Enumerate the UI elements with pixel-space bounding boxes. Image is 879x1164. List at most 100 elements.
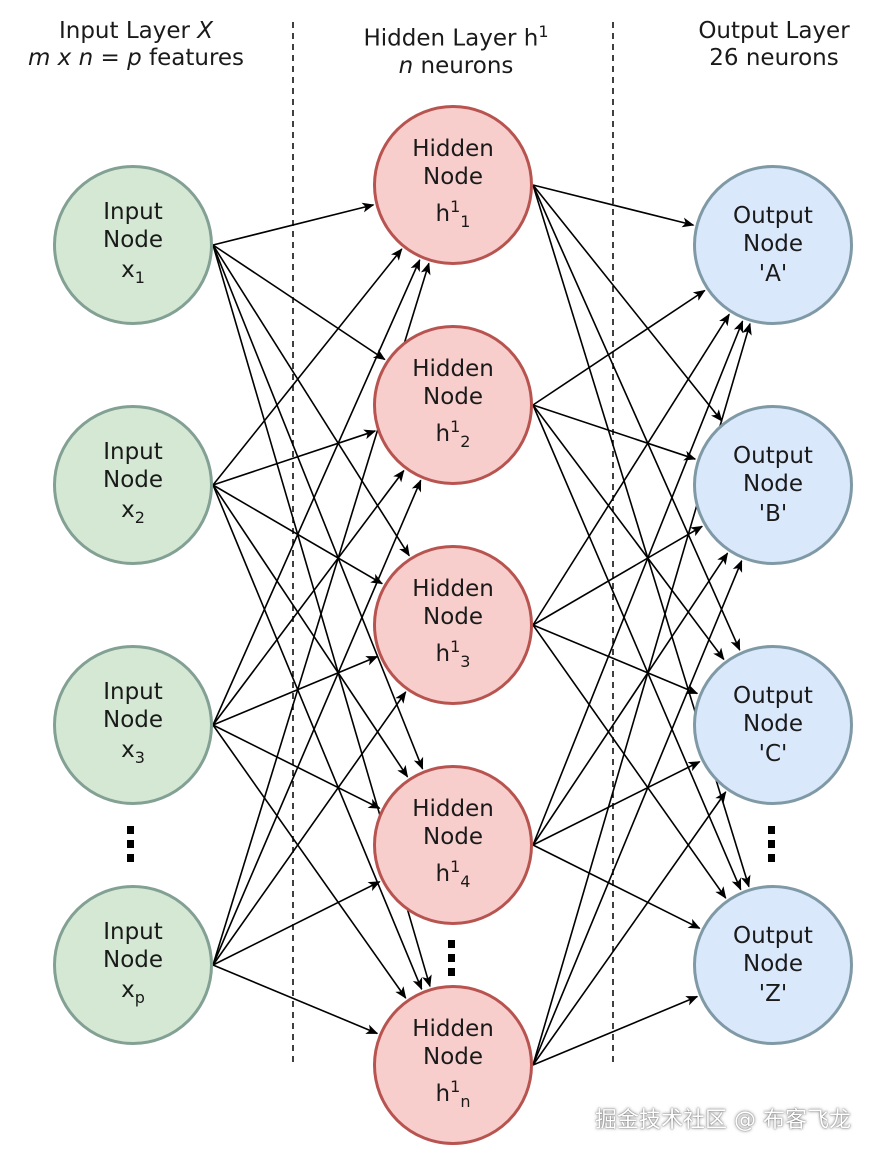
edge-hidden-2-to-output-4: [532, 404, 742, 891]
node-label: Node: [742, 711, 804, 737]
edge-hidden-5-to-output-4: [532, 995, 699, 1066]
hidden-layer-header: Hidden Layer h1 n neurons: [336, 18, 576, 80]
node-label: Hidden: [412, 355, 494, 382]
hidden-header-count: n neurons: [398, 52, 514, 79]
output-header-count: 26 neurons: [709, 45, 839, 71]
node-label: Node: [742, 951, 804, 977]
node-label: Input: [103, 199, 163, 225]
input-layer-header: Input Layer X m x n = p features: [12, 18, 260, 72]
node-label: Output: [733, 923, 813, 949]
edge-input-2-to-hidden-4: [212, 484, 409, 778]
node-symbol: 'Z': [758, 981, 788, 1007]
edge-hidden-5-to-output-3: [532, 791, 727, 1066]
edge-input-2-to-hidden-2: [212, 429, 377, 486]
node-label: Node: [742, 471, 804, 497]
edge-input-3-to-hidden-2: [212, 469, 405, 726]
edge-hidden-3-to-output-4: [532, 624, 727, 899]
edge-input-1-to-hidden-2: [212, 244, 386, 361]
edge-hidden-1-to-output-3: [532, 184, 741, 651]
edge-hidden-2-to-output-1: [532, 289, 706, 406]
edge-input-4-to-hidden-2: [212, 479, 422, 966]
node-symbol: h12: [435, 416, 471, 451]
node-symbol: xp: [121, 977, 145, 1007]
node-symbol: 'A': [758, 261, 788, 287]
node-label: Node: [102, 947, 164, 973]
edge-input-1-to-hidden-1: [212, 202, 375, 246]
edge-input-2-to-hidden-1: [212, 248, 403, 486]
node-label: Hidden: [412, 575, 494, 602]
node-symbol: h11: [435, 196, 471, 231]
node-symbol: 'B': [758, 501, 788, 527]
node-label: Node: [422, 603, 484, 630]
node-symbol: h13: [435, 636, 471, 671]
watermark: 掘金技术社区 @ 布客飞龙: [595, 1108, 851, 1133]
edge-hidden-3-to-output-2: [532, 525, 704, 626]
edge-hidden-1-to-output-1: [532, 184, 695, 228]
edge-input-4-to-hidden-3: [212, 691, 407, 966]
output-header-title: Output Layer: [698, 18, 850, 44]
node-label: Input: [103, 679, 163, 705]
input-header-var: X: [197, 18, 214, 44]
node-label: Node: [102, 707, 164, 733]
node-label: Node: [742, 231, 804, 257]
node-label: Input: [103, 439, 163, 465]
node-label: Output: [733, 443, 813, 469]
edge-input-4-to-hidden-4: [212, 880, 381, 966]
edge-input-3-to-hidden-5: [212, 724, 407, 999]
node-label: Hidden: [412, 795, 494, 822]
node-symbol: x2: [121, 497, 145, 527]
node-label: Input: [103, 919, 163, 945]
node-label: Node: [102, 467, 164, 493]
node-symbol: x1: [121, 257, 145, 287]
node-label: Output: [733, 683, 813, 709]
edge-hidden-4-to-output-2: [532, 552, 729, 846]
node-symbol: 'C': [758, 741, 788, 767]
node-symbol: x3: [121, 737, 145, 767]
node-label: Output: [733, 203, 813, 229]
node-symbol: h14: [435, 856, 471, 891]
edge-hidden-2-to-output-3: [532, 404, 725, 661]
edge-hidden-2-to-output-2: [532, 404, 697, 461]
edge-input-3-to-hidden-4: [212, 724, 381, 810]
edge-input-4-to-hidden-5: [212, 964, 379, 1035]
edge-input-1-to-hidden-4: [212, 244, 424, 770]
edge-input-3-to-hidden-1: [212, 259, 421, 726]
node-symbol: h1n: [435, 1076, 471, 1111]
edge-hidden-1-to-output-2: [532, 184, 723, 422]
node-label: Node: [102, 227, 164, 253]
node-label: Node: [422, 1043, 484, 1070]
input-header-formula: m x n = p features: [27, 45, 245, 71]
edge-hidden-4-to-output-1: [532, 320, 744, 846]
input-ellipsis: [127, 826, 135, 862]
edge-input-3-to-hidden-3: [212, 655, 379, 726]
edge-hidden-3-to-output-1: [532, 313, 730, 626]
edge-hidden-5-to-output-2: [532, 559, 743, 1066]
node-label: Node: [422, 823, 484, 850]
edge-input-2-to-hidden-5: [212, 484, 423, 991]
edge-hidden-3-to-output-3: [532, 624, 699, 695]
node-label: Node: [422, 383, 484, 410]
node-label: Node: [422, 163, 484, 190]
output-ellipsis: [768, 826, 776, 862]
node-label: Hidden: [412, 135, 494, 162]
node-label: Hidden: [412, 1015, 494, 1042]
edge-hidden-4-to-output-4: [532, 844, 701, 930]
edge-input-1-to-hidden-3: [212, 244, 410, 557]
hidden-header-title: Hidden Layer h: [363, 25, 539, 52]
edge-hidden-4-to-output-3: [532, 760, 701, 846]
output-layer-header: Output Layer 26 neurons: [680, 18, 868, 72]
